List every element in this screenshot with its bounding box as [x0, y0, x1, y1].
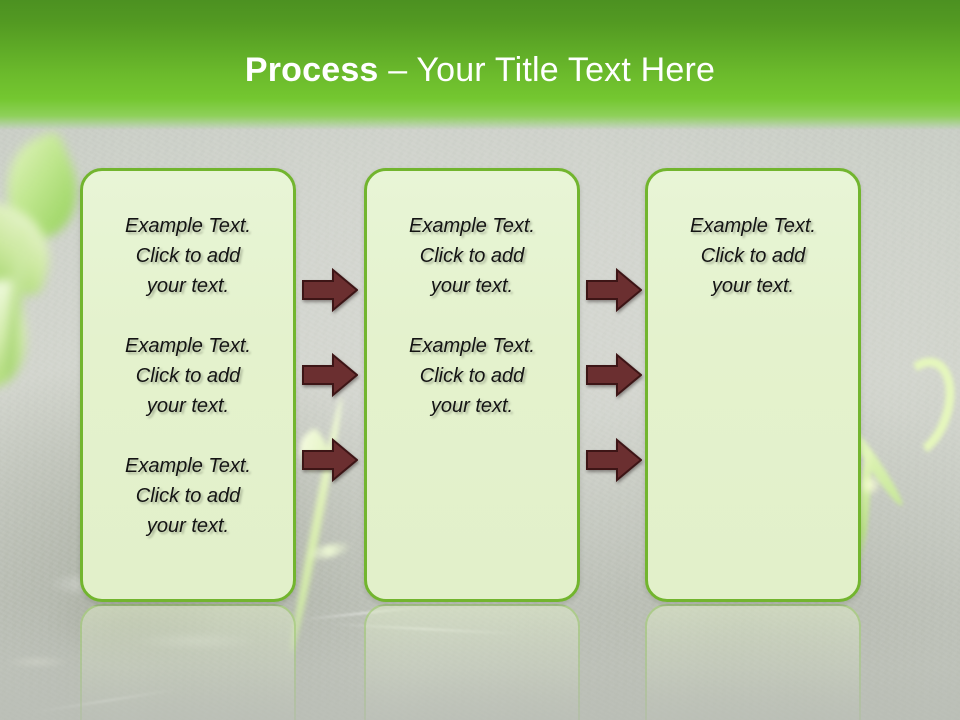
process-box-1-paragraph-3[interactable]: Example Text. Click to add your text. — [125, 455, 251, 537]
process-box-3[interactable]: Example Text. Click to add your text. — [645, 168, 861, 602]
process-box-1-paragraph-1[interactable]: Example Text. Click to add your text. — [125, 215, 251, 297]
page-title-light: – Your Title Text Here — [378, 51, 716, 89]
right-arrow-icon-2-2[interactable] — [586, 353, 642, 397]
right-arrow-icon-1-3[interactable] — [302, 438, 358, 482]
process-box-2-paragraph-1[interactable]: Example Text. Click to add your text. — [409, 215, 535, 297]
process-box-1-paragraph-2[interactable]: Example Text. Click to add your text. — [125, 335, 251, 417]
right-arrow-icon-2-3[interactable] — [586, 438, 642, 482]
process-box-1-content: Example Text. Click to add your text. Ex… — [83, 171, 293, 541]
process-box-3-content: Example Text. Click to add your text. — [648, 171, 858, 301]
right-arrow-icon-2-1[interactable] — [586, 268, 642, 312]
process-box-2-content: Example Text. Click to add your text. Ex… — [367, 171, 577, 421]
process-box-2-paragraph-2[interactable]: Example Text. Click to add your text. — [409, 335, 535, 417]
process-box-3-paragraph-1[interactable]: Example Text. Click to add your text. — [690, 215, 816, 297]
page-title: Process – Your Title Text Here — [0, 50, 960, 90]
decorative-sprout-right-icon — [841, 348, 960, 602]
right-arrow-icon-1-2[interactable] — [302, 353, 358, 397]
right-arrow-icon-1-1[interactable] — [302, 268, 358, 312]
process-box-2[interactable]: Example Text. Click to add your text. Ex… — [364, 168, 580, 602]
process-box-1[interactable]: Example Text. Click to add your text. Ex… — [80, 168, 296, 602]
title-banner — [0, 0, 960, 130]
page-title-strong: Process — [244, 51, 379, 89]
